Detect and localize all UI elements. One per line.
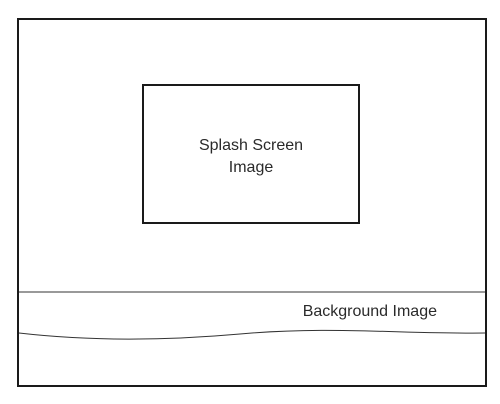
background-image-label: Background Image <box>303 303 437 320</box>
splash-screen-label-line-1: Splash Screen <box>199 137 303 154</box>
splash-screen-label-line-2: Image <box>229 159 274 176</box>
splash-screen-image-box <box>142 84 360 224</box>
background-image-wavy-edge <box>18 329 486 340</box>
